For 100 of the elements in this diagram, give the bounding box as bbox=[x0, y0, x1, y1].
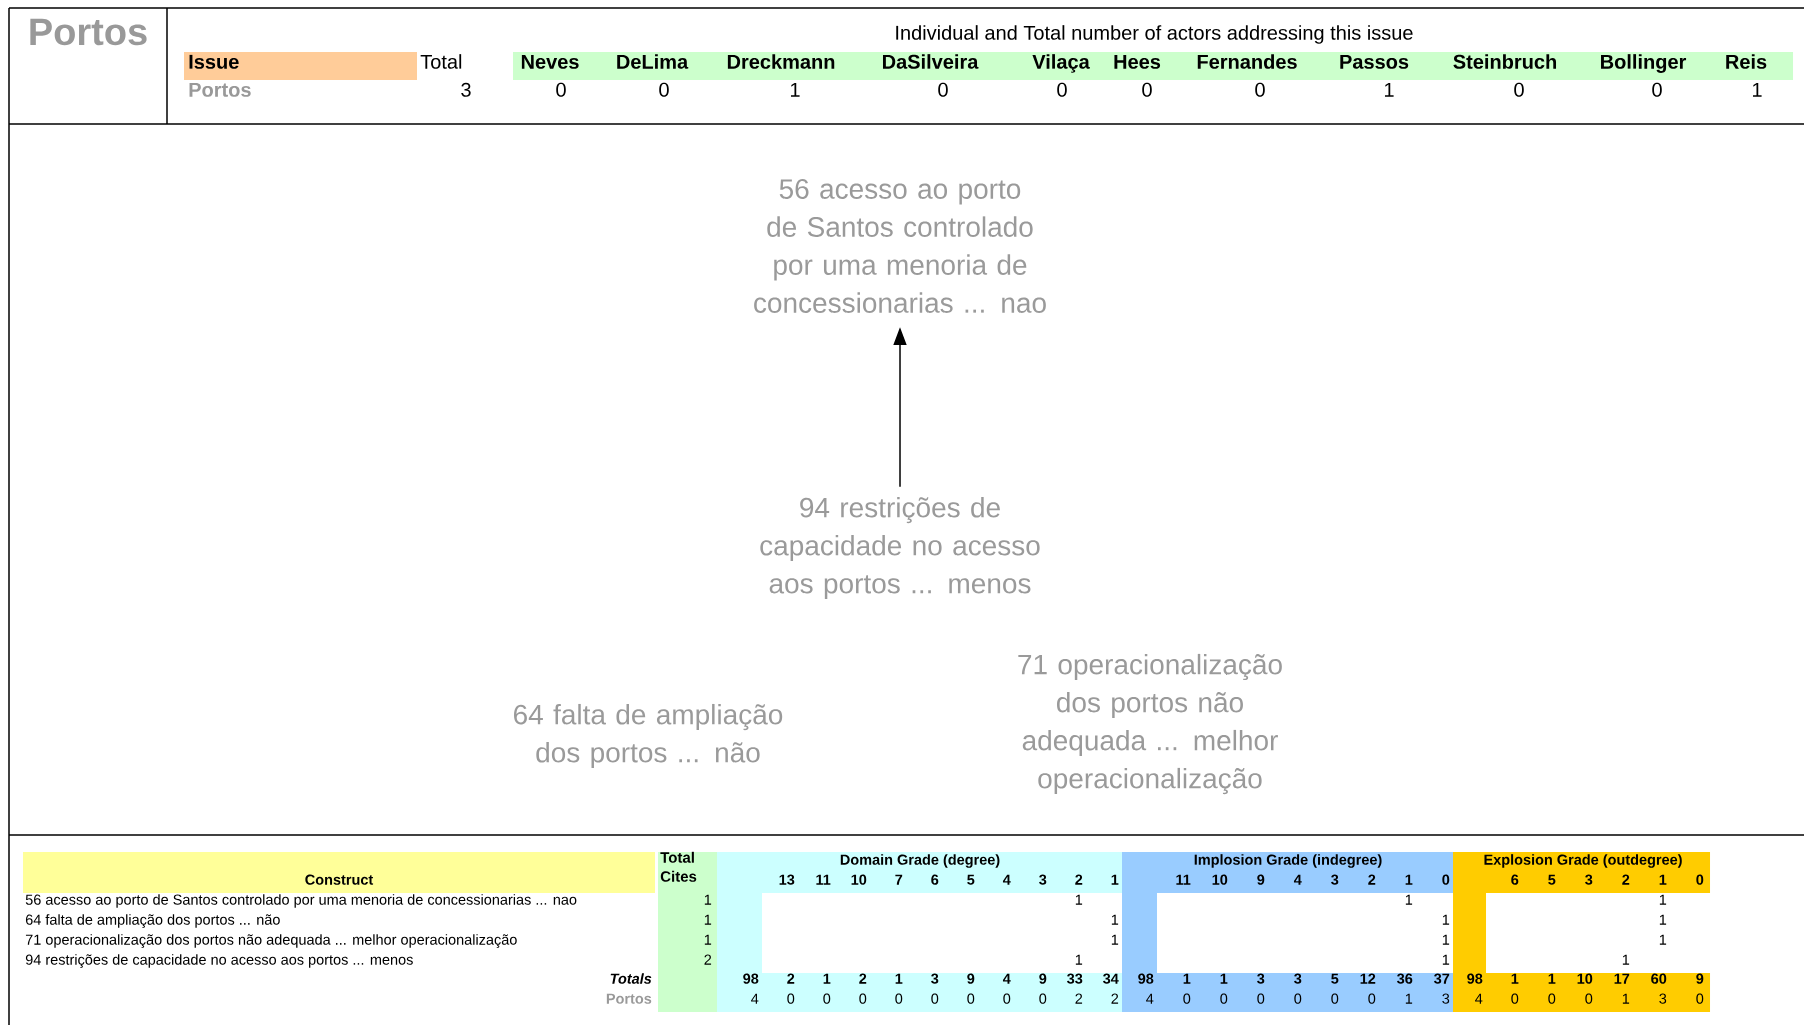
total-value: 36 bbox=[1397, 973, 1413, 984]
total-value: 3 bbox=[1294, 973, 1302, 984]
actor-name: Steinbruch bbox=[1453, 54, 1556, 69]
actor-name: Hees bbox=[1114, 54, 1161, 69]
cite-count: 1 bbox=[704, 894, 712, 905]
count-value: 0 bbox=[1142, 82, 1152, 97]
construct-text: 56 acesso ao porto de Santos controlado por uma menoria de concessionarias ... nao bbox=[25, 894, 577, 908]
total-value: 9 bbox=[1039, 973, 1047, 984]
total-value: 3 bbox=[1257, 973, 1265, 984]
grade-value: 3 bbox=[1039, 874, 1047, 885]
total-value: 0 bbox=[1183, 993, 1191, 1004]
grade-value: 11 bbox=[816, 874, 831, 885]
node-text: 94 restrições de capacidade no acesso aos portos ... menos bbox=[760, 496, 1040, 600]
total-value: 98 bbox=[743, 973, 759, 984]
total-value: 1 bbox=[1405, 993, 1413, 1004]
grade-value: 4 bbox=[1293, 874, 1302, 885]
column-header: Construct bbox=[305, 874, 374, 885]
construct-text: 94 restrições de capacidade no acesso aos portos ... menos bbox=[25, 954, 413, 968]
actor-name: DaSilveira bbox=[883, 54, 979, 69]
total-value: 0 bbox=[931, 993, 939, 1004]
grade-value: 1 bbox=[1442, 914, 1450, 925]
count-value: 0 bbox=[659, 82, 669, 97]
total-value: 0 bbox=[823, 993, 831, 1004]
grade-value: 0 bbox=[1442, 874, 1450, 885]
total-value: 0 bbox=[787, 993, 795, 1004]
grade-value: 1 bbox=[1075, 954, 1083, 965]
total-value: 1 bbox=[1183, 973, 1191, 984]
total-value: 98 bbox=[1467, 973, 1483, 984]
grade-value: 1 bbox=[1659, 934, 1667, 945]
grade-value: 10 bbox=[1212, 874, 1228, 885]
count-value: 0 bbox=[1652, 82, 1662, 97]
grade-value: 3 bbox=[1585, 874, 1593, 885]
grade-value: 5 bbox=[1548, 874, 1556, 885]
total-value: 17 bbox=[1614, 973, 1630, 984]
total-value: 5 bbox=[1331, 973, 1339, 984]
count-value: 0 bbox=[1514, 82, 1524, 97]
cite-count: 1 bbox=[704, 934, 712, 945]
total-value: 1 bbox=[823, 973, 831, 984]
node-text: 56 acesso ao porto de Santos controlado por uma menoria de concessionarias ... nao bbox=[754, 179, 1046, 313]
grade-value: 7 bbox=[895, 874, 903, 885]
actor-name: Bollinger bbox=[1601, 54, 1687, 73]
page-title: Portos bbox=[30, 18, 147, 46]
grade-value: 9 bbox=[1257, 874, 1265, 885]
total-value: 33 bbox=[1067, 973, 1083, 984]
total-value: 60 bbox=[1651, 973, 1667, 984]
total-value: 2 bbox=[1075, 993, 1083, 1004]
grade-value: 6 bbox=[1511, 874, 1519, 885]
total-value: 0 bbox=[1696, 993, 1704, 1004]
issue-name: Portos bbox=[189, 82, 251, 97]
row-label: Totals bbox=[610, 973, 652, 984]
grade-value: 2 bbox=[1075, 874, 1083, 885]
total-value: 0 bbox=[1003, 993, 1011, 1004]
total-value: 0 bbox=[1511, 993, 1519, 1004]
table-heading: Individual and Total number of actors addressing this issue bbox=[896, 25, 1413, 44]
total-value: 34 bbox=[1103, 973, 1119, 984]
total-value: 9 bbox=[967, 973, 975, 984]
total-value: 37 bbox=[1434, 973, 1450, 984]
grade-heading: Domain Grade (degree) bbox=[840, 854, 1000, 868]
count-value: 1 bbox=[1753, 82, 1762, 97]
total-value: 0 bbox=[895, 993, 903, 1004]
grade-value: 1 bbox=[1405, 874, 1413, 885]
total-value: 1 bbox=[1548, 973, 1556, 984]
total-value: 12 bbox=[1360, 973, 1376, 984]
grade-value: 11 bbox=[1176, 874, 1191, 885]
actor-name: Reis bbox=[1726, 54, 1767, 69]
total-value: 98 bbox=[1138, 973, 1154, 984]
total-value: 3 bbox=[931, 973, 939, 984]
total-value: 4 bbox=[1146, 993, 1154, 1004]
total-value: 1 bbox=[1220, 973, 1228, 984]
node-text: 71 operacionalização dos portos não adequada ... melhor operacionalização bbox=[1018, 653, 1282, 795]
total-value: 2 bbox=[859, 973, 867, 984]
grade-value: 1 bbox=[1659, 874, 1667, 885]
total-value: 2 bbox=[787, 973, 795, 984]
total-value: 1 bbox=[895, 973, 903, 984]
grade-value: 6 bbox=[931, 874, 939, 885]
construct-text: 64 falta de ampliação dos portos ... não bbox=[25, 914, 280, 928]
row-label: Portos bbox=[606, 993, 652, 1004]
grade-value: 2 bbox=[1622, 874, 1630, 885]
total-value: 0 bbox=[967, 993, 975, 1004]
column-header: Total Cites bbox=[660, 851, 697, 882]
total-value: 0 bbox=[1368, 993, 1376, 1004]
actor-name: Passos bbox=[1340, 54, 1409, 69]
grade-value: 1 bbox=[1075, 894, 1083, 905]
actor-name: Vilaça bbox=[1032, 54, 1090, 73]
grade-value: 1 bbox=[1659, 894, 1667, 905]
grade-value: 4 bbox=[1002, 874, 1011, 885]
count-value: 0 bbox=[938, 82, 948, 97]
count-value: 1 bbox=[791, 82, 800, 97]
actor-name: Dreckmann bbox=[727, 54, 835, 69]
grade-value: 1 bbox=[1111, 914, 1119, 925]
count-value: 0 bbox=[1255, 82, 1265, 97]
total-value: 0 bbox=[859, 993, 867, 1004]
cite-count: 2 bbox=[704, 954, 712, 965]
total-value: 1 bbox=[1511, 973, 1519, 984]
count-value: 3 bbox=[461, 82, 471, 97]
grade-value: 1 bbox=[1111, 874, 1119, 885]
grade-heading: Implosion Grade (indegree) bbox=[1194, 854, 1382, 868]
total-value: 4 bbox=[1002, 973, 1011, 984]
grade-value: 1 bbox=[1442, 954, 1450, 965]
grade-heading: Explosion Grade (outdegree) bbox=[1484, 854, 1682, 868]
